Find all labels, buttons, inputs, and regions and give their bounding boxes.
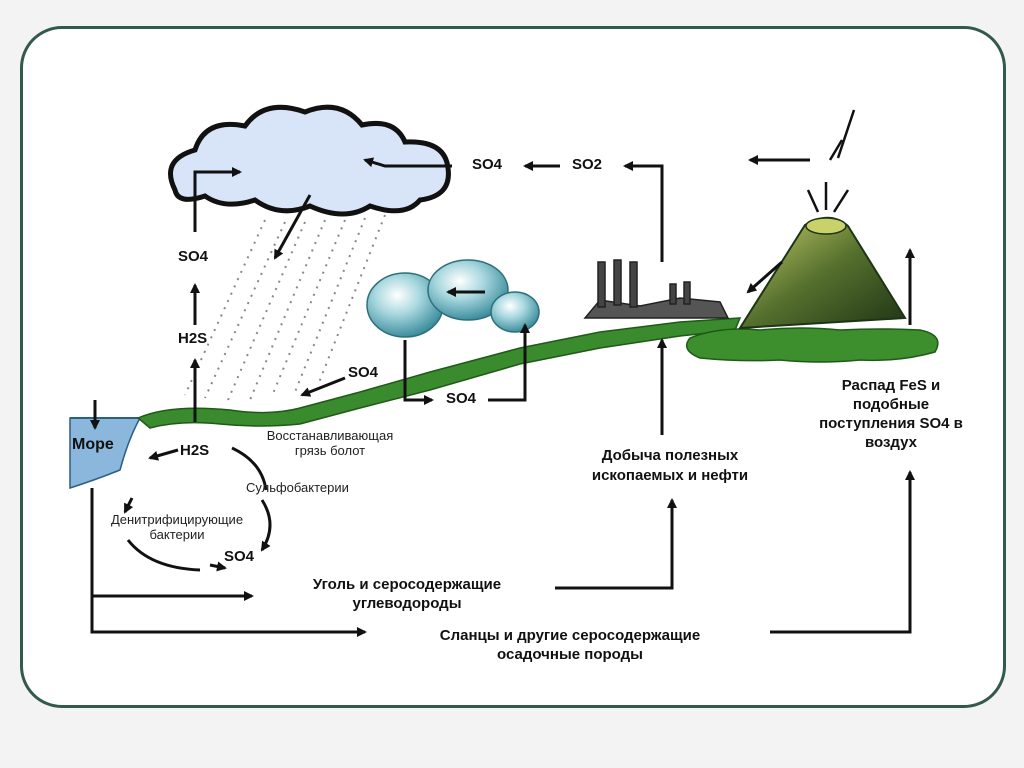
volcano-icon [738,109,907,330]
arrow-factory-to-so2 [623,161,664,262]
mining-label: Добыча полезных ископаемых и нефти [591,447,749,484]
arrow-to-factory-volcano [746,260,783,294]
arrow-cycle-denitr [123,497,134,514]
so2-air-label: SO2 [572,156,603,173]
sea-label: Море [72,436,114,453]
arrow-cycle-so4 [209,561,227,572]
arrow-so4-to-cloud [363,157,452,168]
lake-drops-icon [366,259,540,338]
arrow-left-line-to-coal [90,488,254,601]
arrow-coal-to-mining [555,498,677,590]
factory-icon [583,259,730,319]
arrow-drops-down-to-so4 [403,340,434,405]
arrow-cycle-h2s-left [148,448,179,461]
so4-cloud-in-label: SO4 [472,156,503,173]
shale-label: Сланцы и другие серосодержащие осадочные… [439,627,701,663]
denitrifying-label: Денитрифицирующие бактерии [110,512,244,542]
arrow-so4-to-drops [488,323,530,402]
so4-slope-label: SO4 [348,364,379,381]
fes-label: Распад FeS и подобные поступления SO4 в … [819,377,963,451]
flow-arrows [90,155,915,637]
soil-cycle-curves [126,446,268,572]
so4-left-label: SO4 [178,248,209,265]
arrow-cloud-rain-down [273,194,312,260]
arrow-left-line-to-shale [90,596,367,637]
arrow-so4-left-into-cloud [193,167,242,232]
so4-lakes-label: SO4 [446,390,477,407]
sulfobacteria-label: Сульфобактерии [246,480,349,495]
arrow-so4-to-rain [300,376,346,397]
swamp-label: Восстанавливающая грязь болот [266,428,394,458]
h2s-soil-label: H2S [180,442,210,459]
cloud-icon [168,104,451,217]
arrow-shale-to-fes [770,470,915,634]
sea-icon [69,417,142,490]
so4-soil-label: SO4 [224,548,255,565]
coal-label: Уголь и серосодержащие углеводороды [312,576,502,612]
diagram-frame [20,26,1006,708]
grass-ground [136,317,939,429]
h2s-air-label: H2S [178,330,208,347]
arrow-cycle-sulfo [260,499,272,552]
